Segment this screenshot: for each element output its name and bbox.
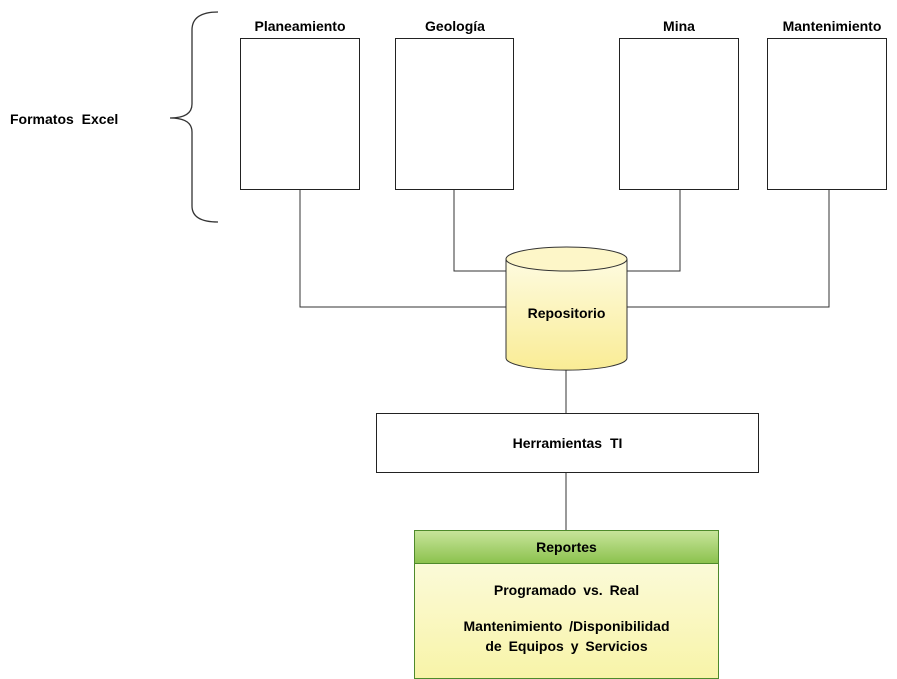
source-label-geologia: Geología xyxy=(425,18,485,34)
source-label-mantenimiento: Mantenimiento xyxy=(782,18,882,34)
tools-label: Herramientas TI xyxy=(512,435,623,451)
brace-shape xyxy=(169,11,219,223)
source-box-mantenimiento xyxy=(767,38,887,190)
repository-cylinder xyxy=(505,246,628,371)
connector-planeamiento xyxy=(299,190,506,308)
reports-line-equipos: de Equipos y Servicios xyxy=(485,638,648,654)
connector-geologia xyxy=(453,190,506,272)
source-box-planeamiento xyxy=(240,38,360,190)
connector-mantenimiento xyxy=(627,190,830,308)
connector-mina xyxy=(627,190,681,272)
tools-box: Herramientas TI xyxy=(376,413,759,473)
source-label-planeamiento: Planeamiento xyxy=(254,18,346,34)
source-box-mina xyxy=(619,38,739,190)
source-box-geologia xyxy=(395,38,514,190)
reports-header: Reportes xyxy=(415,531,718,564)
reports-box: Reportes Programado vs. Real Mantenimien… xyxy=(414,530,719,679)
source-label-mina: Mina xyxy=(663,18,695,34)
reports-line-programado: Programado vs. Real xyxy=(493,582,640,598)
reports-line-mantenimiento: Mantenimiento /Disponibilidad xyxy=(463,618,670,634)
repository-label: Repositorio xyxy=(527,305,606,321)
formatos-excel-label: Formatos Excel xyxy=(10,111,119,127)
